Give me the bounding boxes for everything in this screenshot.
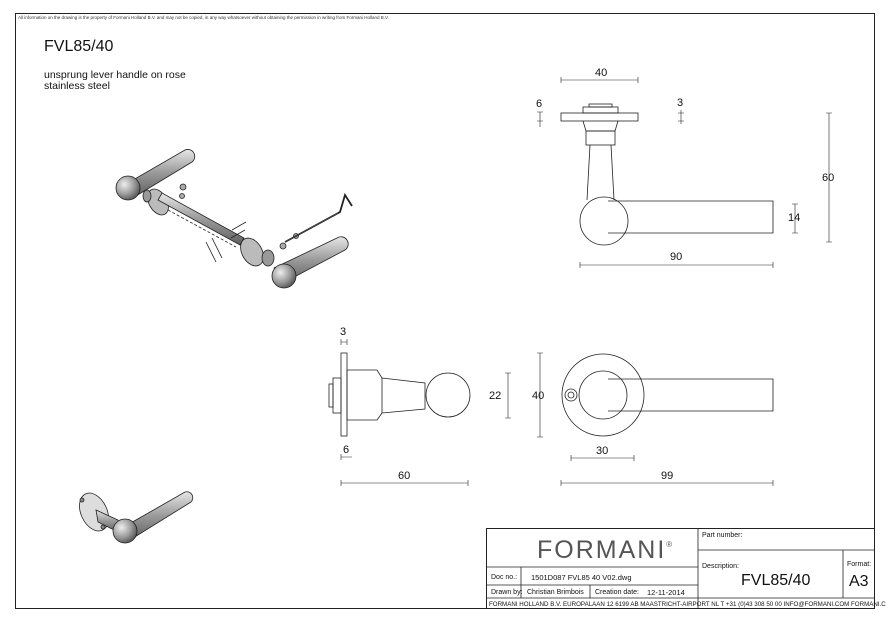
doc-no-value: 1501D087 FVL85 40 V02.dwg [531,573,632,582]
side-view-dimensions [340,339,543,486]
rear-view [561,353,774,437]
title-block-grid [486,528,875,609]
company-footer: FORMANI HOLLAND B.V. EUROPALAAN 12 6199 … [489,601,886,608]
dim-knob-diameter: 22 [489,390,502,402]
dim-rose-thickness: 3 [340,326,347,338]
description-value: FVL85/40 [741,572,811,589]
drawing-frame [15,13,875,609]
product-code-title: FVL85/40 [44,38,114,55]
dim-top-left-thickness: 6 [536,98,543,110]
exploded-view [115,149,353,289]
drawn-by-label: Drawn by: [491,589,523,596]
dim-rear-rose-radius: 30 [596,445,609,457]
doc-no-label: Doc no.: [491,574,518,581]
title-block: FORMANI® Part number: Description: FVL85… [486,528,886,609]
creation-date-value: 12-11-2014 [647,588,685,597]
brand-name: FORMANI [537,536,667,564]
dim-rear-length: 99 [661,470,674,482]
dim-lever-thickness: 14 [788,212,801,224]
description-line-2: stainless steel [44,80,110,92]
product-description: unsprung lever handle on rose stainless … [44,70,186,92]
rear-view-dimensions [560,455,774,486]
formani-logo: FORMANI® [537,536,672,565]
dim-side-height: 60 [822,172,835,184]
registered-mark: ® [666,540,673,549]
side-view [328,352,471,437]
format-value: A3 [849,573,869,590]
dim-front-base: 6 [343,444,350,456]
top-view [560,103,774,246]
description-label: Description: [702,563,739,570]
format-label: Format: [847,561,872,568]
dim-top-width: 40 [595,67,608,79]
creation-date-label: Creation date: [595,589,639,596]
perspective-view [79,491,194,544]
top-view-dimensions [537,77,832,268]
part-number-label: Part number: [702,532,743,539]
dim-rose-diameter: 40 [532,390,545,402]
description-line-1: unsprung lever handle on rose [44,69,186,81]
dim-top-right-thickness: 3 [677,97,684,109]
dim-side-length: 90 [670,251,683,263]
copyright-notice: All information on the drawing is the pr… [18,15,389,20]
dim-front-projection: 60 [398,470,411,482]
drawn-by-value: Christian Brimbois [527,589,584,596]
